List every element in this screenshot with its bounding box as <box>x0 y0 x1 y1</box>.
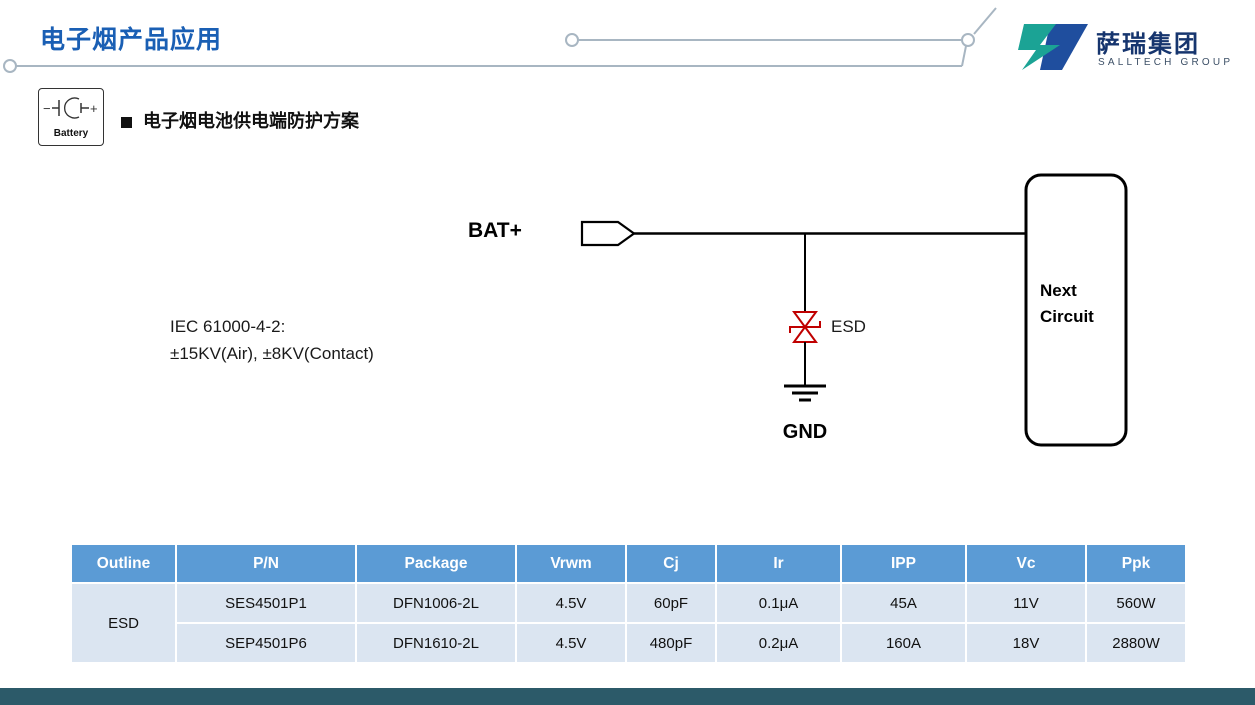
column-header-vc: Vc <box>965 543 1087 584</box>
column-header-outline: Outline <box>70 543 177 584</box>
table-cell-pn: SEP4501P6 <box>175 622 357 664</box>
table-cell-ipp: 45A <box>840 582 967 624</box>
iec-line2: ±15KV(Air), ±8KV(Contact) <box>170 344 374 363</box>
spec-table: Outline P/N Package Vrwm Cj Ir IPP Vc Pp… <box>70 543 1187 664</box>
iec-standard-text: IEC 61000-4-2: ±15KV(Air), ±8KV(Contact) <box>170 313 374 367</box>
battery-icon-label: Battery <box>53 128 89 139</box>
table-cell-vrwm: 4.5V <box>515 582 627 624</box>
logo-subtitle: SALLTECH GROUP <box>1098 57 1234 68</box>
footer-bar <box>0 688 1255 705</box>
svg-text:−: − <box>43 101 51 116</box>
table-cell-vc: 11V <box>965 582 1087 624</box>
table-cell-package: DFN1610-2L <box>355 622 517 664</box>
bat-plus-label: BAT+ <box>468 219 522 242</box>
table-cell-cj: 480pF <box>625 622 717 664</box>
decor-diagonal-top <box>973 7 997 35</box>
column-header-cj: Cj <box>625 543 717 584</box>
outline-cell: ESD <box>70 582 177 664</box>
table-cell-package: DFN1006-2L <box>355 582 517 624</box>
esd-tvs-diode-icon <box>789 311 821 343</box>
next-circuit-label: Next Circuit <box>1040 278 1094 330</box>
column-header-ipp: IPP <box>840 543 967 584</box>
table-cell-ppk: 2880W <box>1085 622 1187 664</box>
section-heading: 电子烟电池供电端防护方案 <box>143 111 359 131</box>
gnd-label: GND <box>782 421 828 443</box>
bat-connector-icon <box>580 220 636 247</box>
battery-icon: − + <box>38 88 104 146</box>
logo-name: 萨瑞集团 <box>1096 31 1200 58</box>
decor-circle-right <box>961 33 975 47</box>
decor-diagonal-join <box>961 45 967 67</box>
table-cell-cj: 60pF <box>625 582 717 624</box>
decor-circle-bottom-left <box>3 59 17 73</box>
next-circuit-line1: Next <box>1040 281 1077 300</box>
salltech-logo-icon <box>1018 24 1088 70</box>
table-cell-vc: 18V <box>965 622 1087 664</box>
column-header-vrwm: Vrwm <box>515 543 627 584</box>
iec-line1: IEC 61000-4-2: <box>170 317 286 336</box>
table-cell-ir: 0.2μA <box>715 622 842 664</box>
table-cell-vrwm: 4.5V <box>515 622 627 664</box>
column-header-pn: P/N <box>175 543 357 584</box>
table-row: SEP4501P6 DFN1610-2L 4.5V 480pF 0.2μA 16… <box>71 622 1187 664</box>
table-header-row: Outline P/N Package Vrwm Cj Ir IPP Vc Pp… <box>70 543 1187 584</box>
page-title: 电子烟产品应用 <box>40 26 223 54</box>
table-cell-pn: SES4501P1 <box>175 582 357 624</box>
svg-text:+: + <box>90 101 98 116</box>
decor-circle-left <box>565 33 579 47</box>
section-bullet-icon <box>121 117 132 128</box>
next-circuit-box <box>1024 173 1128 447</box>
column-header-ir: Ir <box>715 543 842 584</box>
logo-teal-shape <box>1018 24 1060 70</box>
column-header-ppk: Ppk <box>1085 543 1187 584</box>
table-cell-ppk: 560W <box>1085 582 1187 624</box>
table-cell-ir: 0.1μA <box>715 582 842 624</box>
esd-label: ESD <box>831 317 866 336</box>
next-circuit-line2: Circuit <box>1040 307 1094 326</box>
table-row: ESD SES4501P1 DFN1006-2L 4.5V 60pF 0.1μA… <box>70 582 1187 664</box>
column-header-package: Package <box>355 543 517 584</box>
logo-blue-shape <box>1040 24 1088 70</box>
table-cell-ipp: 160A <box>840 622 967 664</box>
ground-icon <box>784 384 826 402</box>
battery-symbol-icon: − + <box>43 97 98 119</box>
